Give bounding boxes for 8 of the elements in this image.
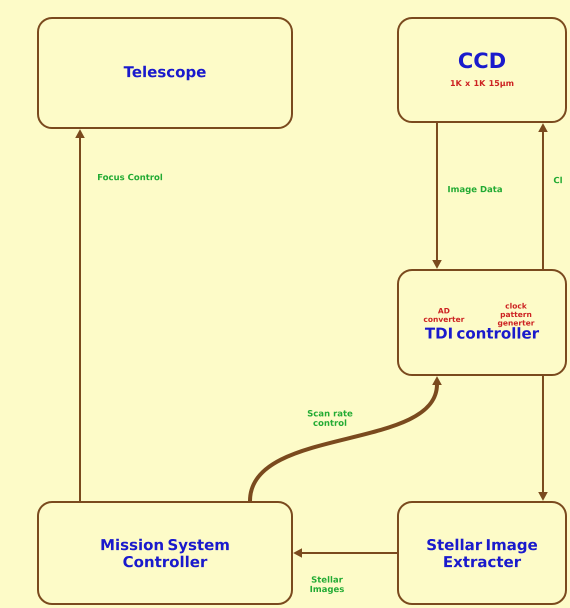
process-box: Telescope [37,17,293,129]
edge-label: Stellar Images [306,575,348,595]
process-box: CCD 1K x 1K 15μm [397,17,567,123]
edge-label: Scan rate control [304,409,356,427]
process-box: Stellar Image Extracter [397,501,567,605]
process-box: Mission System Controller [37,501,293,605]
edge-label: Cl [552,176,564,184]
edge-label: Focus Control [96,172,164,182]
